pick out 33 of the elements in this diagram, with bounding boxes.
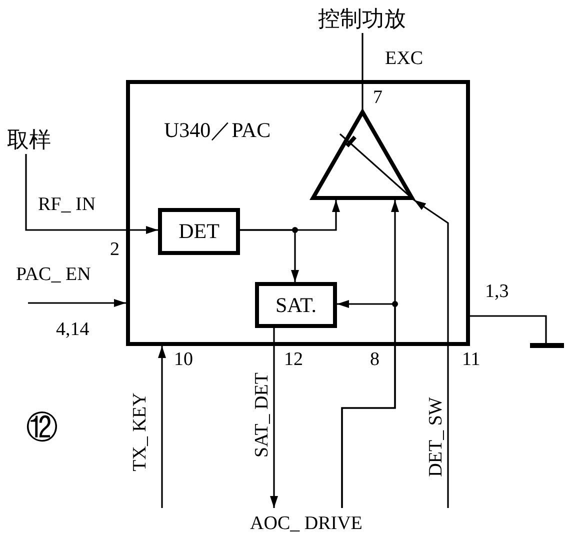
chip-block xyxy=(126,80,470,346)
function-block: DET xyxy=(158,208,240,255)
signal-name: TX_ KEY xyxy=(130,392,150,472)
signal-line xyxy=(28,299,126,307)
pin-number: 8 xyxy=(370,350,380,369)
signal-line xyxy=(25,154,158,234)
signal-name: AOC_ DRIVE xyxy=(250,514,362,533)
signal-name: PAC_ EN xyxy=(16,265,91,284)
pin-number: 4,14 xyxy=(56,320,90,339)
signal-label: 取样 xyxy=(3,126,55,154)
pin-number: 12 xyxy=(284,350,303,369)
amplifier-symbol xyxy=(311,110,414,200)
signal-line xyxy=(362,33,364,110)
signal-label: 控制功放 xyxy=(310,5,414,33)
signal-name: RF_ IN xyxy=(38,195,96,214)
pin-number: 1,3 xyxy=(485,282,509,301)
signal-line xyxy=(470,315,547,343)
signal-line xyxy=(240,229,299,282)
chip-name: U340／PAC xyxy=(164,120,271,141)
signal-line xyxy=(414,199,449,508)
pin-number: 11 xyxy=(462,350,480,369)
signal-name: DET_ SW xyxy=(426,397,446,477)
signal-name: SAT_ DET xyxy=(252,372,272,458)
signal-name: EXC xyxy=(385,49,423,68)
ground-symbol xyxy=(530,343,564,348)
pin-number: 2 xyxy=(110,240,120,259)
signal-line xyxy=(337,300,396,508)
function-block: SAT. xyxy=(255,282,337,328)
pin-number: 10 xyxy=(174,350,193,369)
pin-number: 7 xyxy=(373,88,382,107)
circled-number: ⑫ xyxy=(26,411,58,443)
signal-line xyxy=(270,328,278,508)
signal-line xyxy=(158,346,166,508)
